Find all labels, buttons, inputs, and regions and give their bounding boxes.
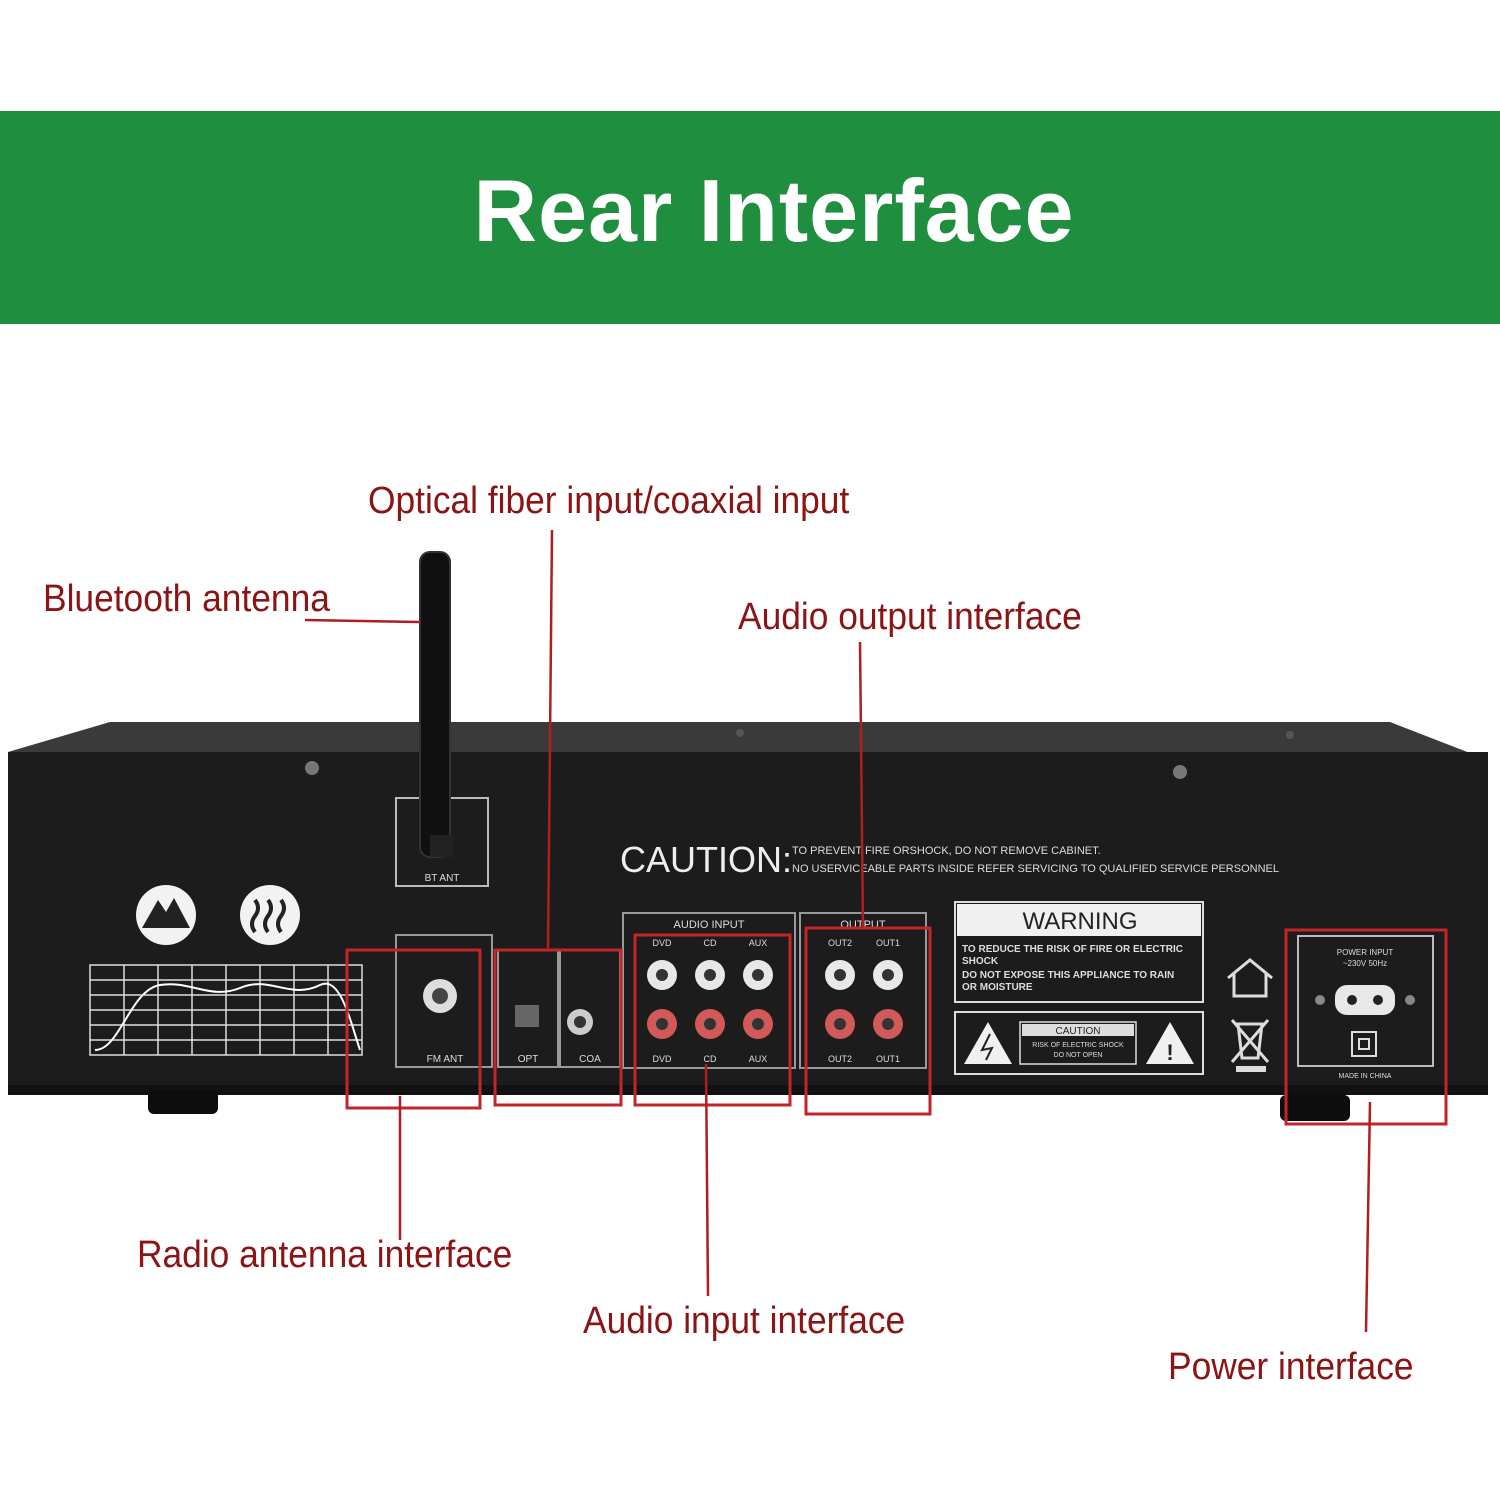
coaxial-jack-inner — [574, 1016, 586, 1028]
chassis-bottom-lip — [8, 1085, 1488, 1095]
highlight-power — [1284, 928, 1448, 1126]
callout-optical-coaxial: Optical fiber input/coaxial input — [368, 480, 850, 522]
audio-input-label: AUDIO INPUT — [674, 919, 745, 931]
leader-bluetooth — [304, 618, 421, 624]
out1-top: OUT1 — [876, 938, 900, 948]
highlight-audio-input — [633, 933, 792, 1107]
rca-outputs — [825, 960, 903, 1039]
highlight-boxes — [345, 926, 1448, 1126]
leader-audio-input — [704, 1063, 710, 1297]
callout-leader-lines — [304, 529, 1372, 1333]
bluetooth-antenna — [419, 551, 451, 858]
out1-bottom: OUT1 — [876, 1054, 900, 1064]
caution-box-title-bg — [1022, 1024, 1134, 1036]
lightning-warning-icon — [964, 1022, 1012, 1064]
made-in-china-label: MADE IN CHINA — [1339, 1073, 1392, 1080]
screw-2 — [1173, 765, 1187, 779]
opt-label: OPT — [518, 1054, 539, 1065]
power-input-label: POWER INPUT — [1337, 948, 1394, 957]
fm-antenna-jack-inner — [432, 988, 448, 1004]
warning-line-2: SHOCK — [962, 956, 999, 967]
in-dvd-top: DVD — [652, 938, 672, 948]
indoor-use-icon — [1227, 958, 1273, 998]
caution-box-title: CAUTION — [1056, 1026, 1101, 1037]
in-cd-bottom: CD — [704, 1054, 717, 1064]
coa-label: COA — [579, 1054, 601, 1065]
callout-power: Power interface — [1168, 1346, 1414, 1388]
highlight-opt-coa — [493, 948, 623, 1107]
chassis-top — [8, 722, 1488, 760]
screw-3 — [736, 729, 744, 737]
callout-audio-output: Audio output interface — [738, 596, 1082, 638]
callout-bluetooth-antenna: Bluetooth antenna — [43, 578, 330, 620]
leader-optical — [546, 529, 554, 951]
warning-line-3: DO NOT EXPOSE THIS APPLIANCE TO RAIN — [962, 970, 1174, 981]
callout-audio-input: Audio input interface — [583, 1300, 906, 1342]
in-dvd-bottom: DVD — [652, 1054, 672, 1064]
in-aux-bottom: AUX — [749, 1054, 768, 1064]
out2-top: OUT2 — [828, 938, 852, 948]
banner-title: Rear Interface — [473, 161, 1075, 260]
caution-title: CAUTION: — [620, 839, 792, 880]
fm-ant-group — [395, 934, 493, 1068]
leader-power — [1364, 1101, 1372, 1333]
caution-box-inner — [1019, 1021, 1137, 1065]
caution-box-line-1: RISK OF ELECTRIC SHOCK — [1032, 1042, 1124, 1049]
double-insulation-inner — [1358, 1038, 1370, 1050]
foot-left — [148, 1090, 218, 1114]
screw-4 — [1286, 731, 1294, 739]
mountain-shape — [142, 898, 190, 928]
caution-box — [954, 1011, 1204, 1075]
in-cd-top: CD — [704, 938, 717, 948]
double-insulation-icon — [1351, 1031, 1377, 1057]
power-panel — [1297, 935, 1434, 1067]
eq-graph — [89, 964, 363, 1056]
fm-ant-label: FM ANT — [427, 1054, 464, 1065]
power-rating-label: ~230V 50Hz — [1343, 959, 1387, 968]
audio-input-group — [622, 912, 796, 1069]
lightning-bolt — [980, 1033, 994, 1061]
power-socket-pin-2 — [1373, 995, 1383, 1005]
power-screw-right — [1405, 995, 1415, 1005]
caution-box-line-2: DO NOT OPEN — [1054, 1052, 1103, 1059]
weee-bin-icon — [1230, 1019, 1270, 1063]
exclamation-mark-icon: ! — [1166, 1040, 1173, 1065]
foot-right — [1280, 1095, 1350, 1121]
heat-waves — [250, 898, 286, 934]
caution-line-1: TO PREVENT FIRE ORSHOCK, DO NOT REMOVE C… — [792, 845, 1101, 857]
warning-box — [954, 901, 1204, 1003]
highlight-radio — [345, 948, 482, 1110]
power-socket-pin-1 — [1347, 995, 1357, 1005]
power-screw-left — [1315, 995, 1325, 1005]
highlight-audio-output — [804, 926, 932, 1116]
warning-line-1: TO REDUCE THE RISK OF FIRE OR ELECTRIC — [962, 944, 1183, 955]
in-aux-top: AUX — [749, 938, 768, 948]
out2-bottom: OUT2 — [828, 1054, 852, 1064]
rca-inputs — [647, 960, 773, 1039]
antenna-base — [430, 835, 454, 857]
warning-title-bg — [957, 904, 1201, 936]
bt-ant-label: BT ANT — [425, 873, 460, 884]
power-socket — [1335, 985, 1395, 1015]
optical-port — [515, 1005, 539, 1027]
caution-line-2: NO USERVICEABLE PARTS INSIDE REFER SERVI… — [792, 863, 1279, 875]
warning-line-4: OR MOISTURE — [962, 982, 1033, 993]
weee-bar — [1236, 1066, 1266, 1072]
screw-1 — [305, 761, 319, 775]
callout-radio-antenna: Radio antenna interface — [137, 1234, 513, 1276]
exclamation-warning-icon — [1146, 1022, 1194, 1064]
leader-audio-output — [858, 641, 865, 929]
title-banner — [0, 111, 1500, 324]
warning-title: WARNING — [1022, 908, 1137, 935]
